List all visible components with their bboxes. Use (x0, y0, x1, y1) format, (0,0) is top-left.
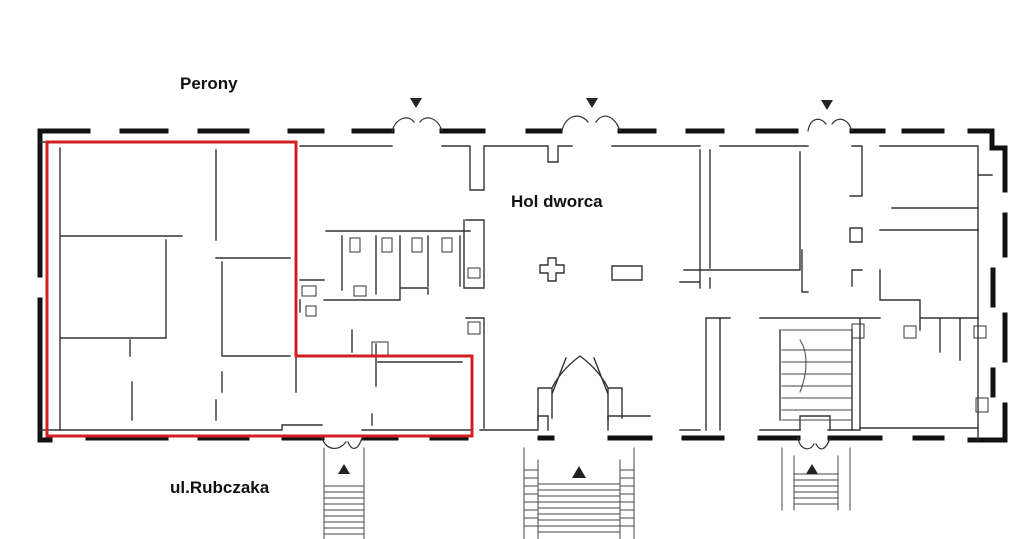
triangle-up-icon (572, 466, 586, 478)
triangle-down-icon (410, 98, 422, 108)
triangle-up-icon (338, 464, 350, 474)
triangle-down-icon (821, 100, 833, 110)
triangle-down-icon (586, 98, 598, 108)
station-hall-label: Hol dworca (511, 192, 603, 211)
inner-walls (39, 141, 993, 441)
door-swings (321, 115, 853, 450)
platforms-label: Perony (180, 74, 238, 93)
fixtures (301, 237, 989, 413)
outer-walls (37, 128, 1008, 443)
triangle-up-icon (806, 464, 818, 474)
entrance-markers (338, 98, 833, 478)
street-label: ul.Rubczaka (170, 478, 270, 497)
highlighted-area (45, 140, 474, 438)
